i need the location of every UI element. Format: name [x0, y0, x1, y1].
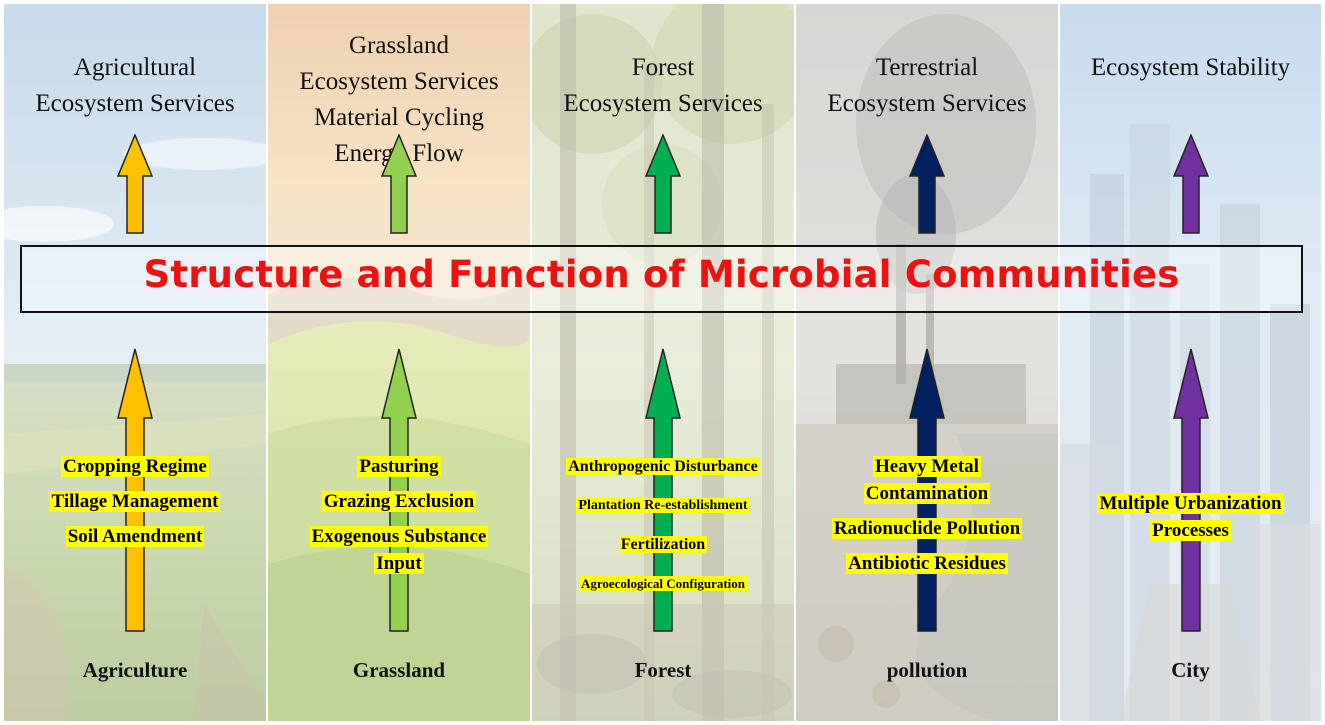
- grassland-ecosystem-label: Grassland: [352, 658, 446, 682]
- agriculture-services-line: Agricultural: [73, 54, 197, 81]
- pollution-services-line: Ecosystem Services: [827, 90, 1027, 117]
- grassland-services-line: Ecosystem Services: [299, 68, 499, 95]
- grassland-factor-label: Exogenous Substance Input: [287, 523, 512, 577]
- pollution-factor-text: Radionuclide Pollution: [831, 518, 1023, 539]
- grassland-factor-text: Grazing Exclusion: [321, 491, 477, 512]
- agriculture-factor-label: Cropping Regime: [30, 453, 240, 480]
- agriculture-factor-label: Soil Amendment: [30, 523, 240, 550]
- pollution-factor-text: Heavy Metal Contamination: [863, 456, 991, 504]
- agriculture-upper-arrow: [116, 133, 154, 238]
- grassland-services-line: Grassland: [349, 32, 449, 59]
- pollution-ecosystem-label: pollution: [886, 658, 968, 682]
- forest-factor-label: Fertilization: [538, 531, 788, 558]
- city-services-line: Ecosystem Stability: [1090, 54, 1291, 81]
- city-upper-arrow: [1172, 133, 1209, 238]
- forest-factor-text: Anthropogenic Disturbance: [566, 458, 760, 475]
- forest-services-line: Forest: [631, 54, 695, 81]
- diagram-title: Structure and Function of Microbial Comm…: [143, 253, 1180, 296]
- grassland-factor-label: Grazing Exclusion: [287, 488, 512, 515]
- pollution-factor-label: Radionuclide Pollution: [820, 515, 1035, 542]
- pollution-factor-text: Antibiotic Residues: [846, 553, 1008, 574]
- city-factor-list: Multiple Urbanization Processes: [1060, 490, 1321, 552]
- city-ecosystem-label: City: [1171, 658, 1210, 682]
- pollution-services-line: Terrestrial: [875, 54, 979, 81]
- microbial-communities-banner: Structure and Function of Microbial Comm…: [20, 245, 1303, 313]
- pollution-upper-arrow: [908, 133, 946, 238]
- grassland-factor-text: Pasturing: [357, 456, 441, 477]
- forest-services-line: Ecosystem Services: [563, 90, 763, 117]
- agriculture-factor-text: Soil Amendment: [65, 526, 205, 547]
- pollution-factor-label: Antibiotic Residues: [820, 550, 1035, 577]
- forest-factor-text: Agroecological Configuration: [578, 576, 748, 591]
- forest-factor-label: Agroecological Configuration: [538, 570, 788, 597]
- city-factor-label: Multiple Urbanization Processes: [1071, 490, 1311, 544]
- city-lower-arrow: [1172, 348, 1209, 636]
- grassland-factor-label: Pasturing: [287, 453, 512, 480]
- forest-ecosystem-label: Forest: [634, 658, 692, 682]
- agriculture-factor-text: Tillage Management: [49, 491, 221, 512]
- agriculture-ecosystem-label: Agriculture: [82, 658, 188, 682]
- forest-upper-arrow: [644, 133, 682, 238]
- city-services-heading: Ecosystem Stability: [1060, 50, 1321, 86]
- grassland-upper-arrow: [380, 133, 418, 238]
- grassland-factor-text: Exogenous Substance Input: [309, 526, 489, 574]
- agriculture-services-line: Ecosystem Services: [35, 90, 235, 117]
- agriculture-lower-arrow: [117, 348, 153, 636]
- forest-factor-text: Fertilization: [618, 536, 708, 553]
- forest-factor-label: Plantation Re-establishment: [538, 492, 788, 519]
- forest-factor-label: Anthropogenic Disturbance: [538, 453, 788, 480]
- city-factor-text: Multiple Urbanization Processes: [1097, 493, 1284, 541]
- pollution-factor-label: Heavy Metal Contamination: [820, 453, 1035, 507]
- agriculture-factor-text: Cropping Regime: [61, 456, 209, 477]
- agriculture-factor-label: Tillage Management: [30, 488, 240, 515]
- forest-lower-arrow: [645, 348, 681, 636]
- forest-factor-text: Plantation Re-establishment: [576, 498, 750, 513]
- grassland-services-line: Material Cycling: [313, 104, 485, 131]
